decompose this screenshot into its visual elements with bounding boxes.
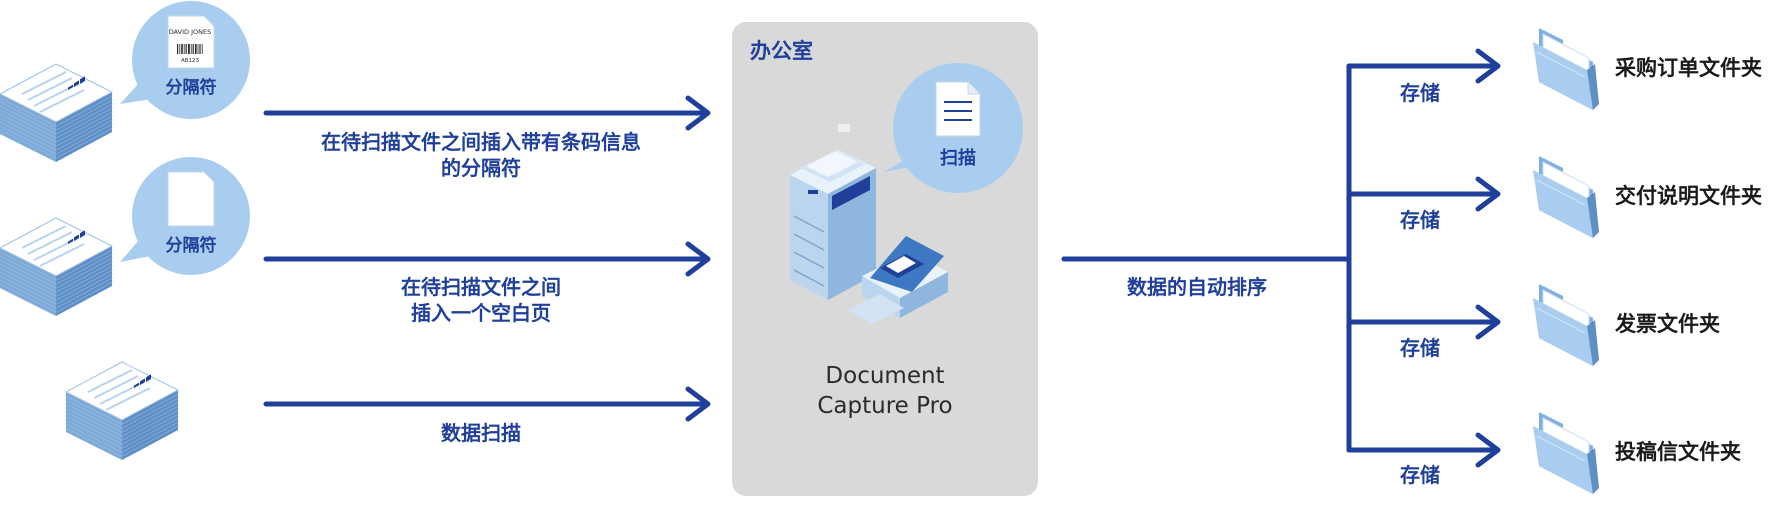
- scanner-icon: [848, 236, 948, 324]
- arrow-2: [263, 241, 711, 277]
- blank-sheet-icon: [167, 171, 215, 227]
- barcode-name-text: DAVID JONES: [169, 28, 212, 36]
- separator-label-2: 分隔符: [166, 235, 217, 256]
- arrow-1-text-line-2: 的分隔符: [441, 156, 521, 180]
- office-panel: 办公室 扫描: [732, 22, 1038, 496]
- sort-branches: [1061, 48, 1501, 468]
- store-label-1: 存储: [1400, 81, 1440, 105]
- arrow-2-text-line-1: 在待扫描文件之间: [401, 275, 561, 299]
- separator-bubble-1: DAVID JONES · · · · · · · · · AB123 分隔符: [120, 1, 250, 119]
- separator-bubble-2: 分隔符: [120, 157, 250, 275]
- folder-label-2: 交付说明文件夹: [1615, 184, 1762, 208]
- sort-label: 数据的自动排序: [1127, 275, 1267, 299]
- folder-icon-2: [1533, 156, 1599, 238]
- folder-icon-4: [1533, 412, 1599, 494]
- folder-icon-1: [1533, 28, 1599, 110]
- barcode-icon: [177, 44, 203, 54]
- arrow-2-text-line-2: 插入一个空白页: [411, 301, 551, 325]
- folder-icon-3: [1533, 284, 1599, 366]
- document-stack-3-icon: [64, 361, 180, 460]
- office-title: 办公室: [750, 39, 813, 63]
- barcode-code-text: AB123: [181, 58, 200, 64]
- separator-label-1: 分隔符: [166, 77, 217, 98]
- arrow-1: [263, 95, 711, 131]
- svg-text:· · · · · · · · ·: · · · · · · · · ·: [181, 37, 200, 41]
- store-label-4: 存储: [1400, 463, 1440, 487]
- folder-label-1: 采购订单文件夹: [1615, 56, 1762, 80]
- printer-icon: [790, 124, 876, 300]
- scan-document-icon: [935, 81, 981, 137]
- scan-bubble: 扫描: [884, 63, 1023, 193]
- scan-label: 扫描: [940, 147, 976, 169]
- barcode-sheet-icon: DAVID JONES · · · · · · · · · AB123: [167, 15, 215, 69]
- arrow-1-text-line-1: 在待扫描文件之间插入带有条码信息: [321, 130, 641, 154]
- document-stack-2-icon: [0, 217, 114, 316]
- arrow-3-text: 数据扫描: [441, 421, 521, 445]
- document-stack-1-icon: [0, 63, 114, 162]
- folder-label-3: 发票文件夹: [1614, 312, 1720, 336]
- product-name-line-1: Document: [825, 363, 944, 389]
- folder-label-4: 投稿信文件夹: [1615, 440, 1741, 464]
- product-name-line-2: Capture Pro: [817, 393, 952, 419]
- arrow-3: [263, 386, 711, 422]
- store-label-3: 存储: [1400, 336, 1440, 360]
- store-label-2: 存储: [1400, 208, 1440, 232]
